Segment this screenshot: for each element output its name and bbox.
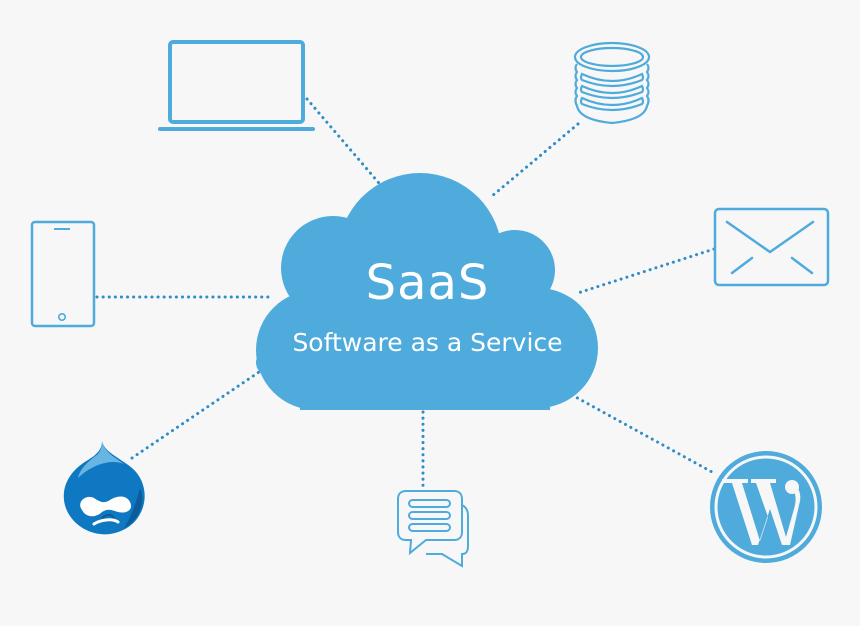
connector-email [576, 247, 716, 295]
laptop-icon [158, 40, 315, 131]
connector-wordpress [570, 393, 714, 474]
connector-database [490, 122, 580, 198]
connector-drupal [130, 368, 264, 460]
database-icon [573, 41, 651, 125]
chat-bubbles-icon [397, 490, 469, 568]
wordpress-logo [710, 451, 822, 563]
smartphone-icon [30, 220, 96, 328]
envelope-icon [713, 207, 830, 287]
cloud-subtitle: Software as a Service [292, 328, 563, 357]
drupal-logo [63, 441, 145, 535]
cloud-title: SaaS [365, 255, 490, 311]
